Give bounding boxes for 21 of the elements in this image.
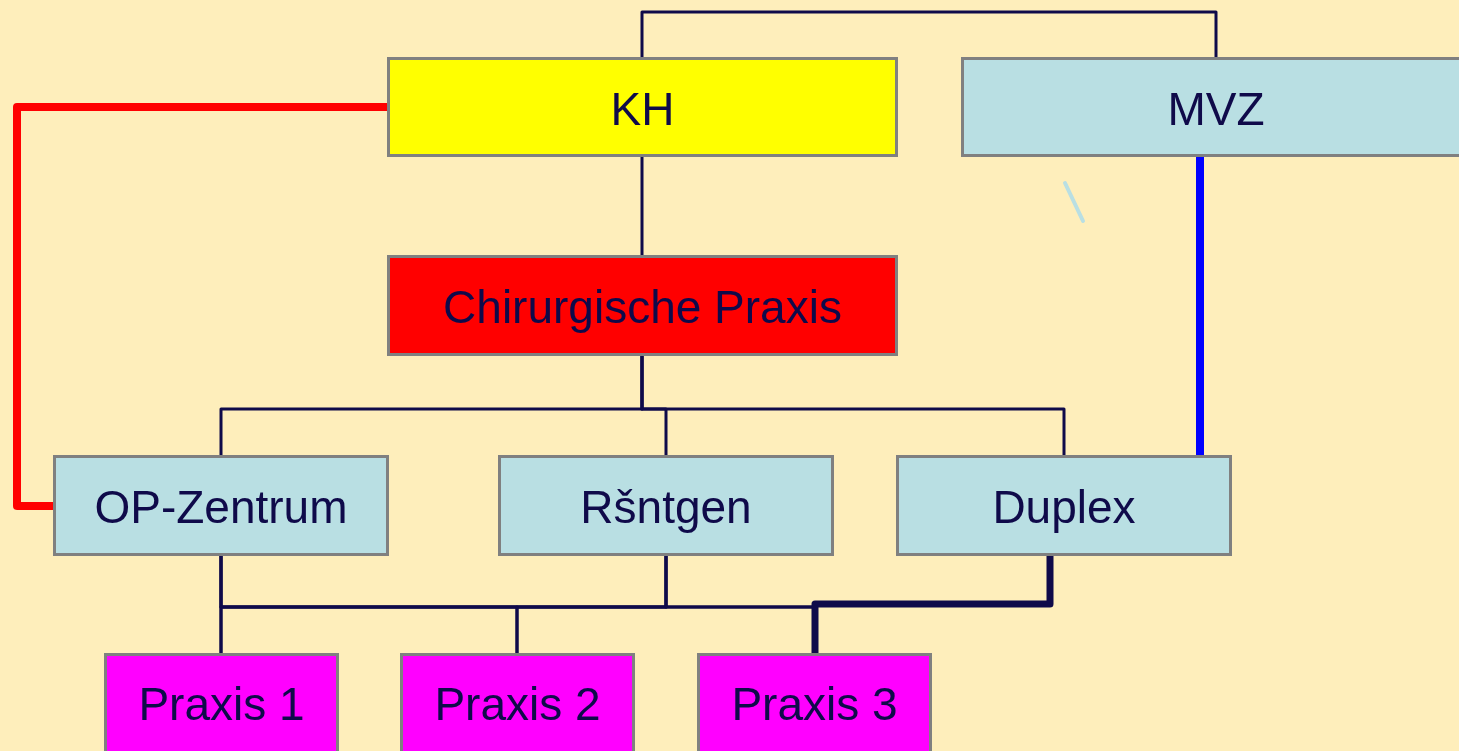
org-box [896,455,1232,556]
box-label: Praxis 3 [731,681,898,727]
connector-line [640,157,644,255]
connector-line [640,10,1218,57]
org-box [387,57,898,157]
connector-line [13,103,387,510]
box-label: OP-Zentrum [94,484,348,530]
connector-line [1196,157,1204,455]
box-label: MVZ [1167,86,1265,132]
connector-line [811,556,1054,653]
box-label: Praxis 2 [434,681,601,727]
org-box [697,653,932,751]
box-label: Praxis 1 [138,681,305,727]
org-box [387,255,898,356]
org-box [400,653,635,751]
box-label: KH [610,86,675,132]
org-box [498,455,834,556]
org-box [53,455,389,556]
org-box [104,653,339,751]
org-box [961,57,1459,157]
connector-line [640,356,1066,455]
